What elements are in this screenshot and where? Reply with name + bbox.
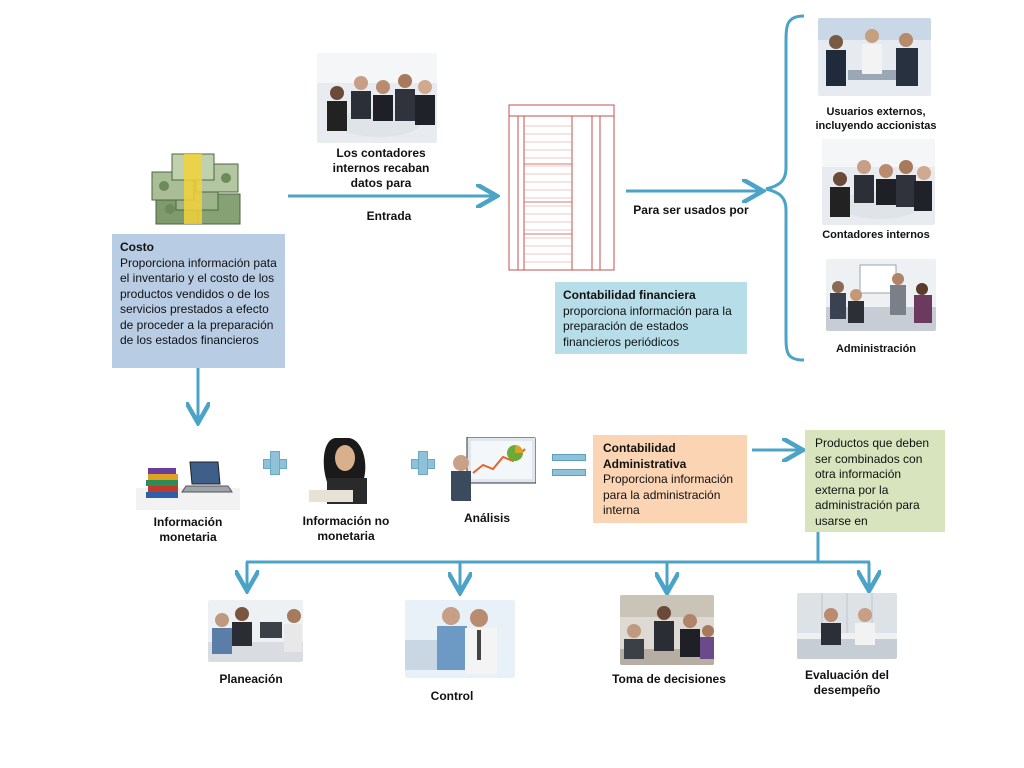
financiera-box: Contabilidad financiera proporciona info… <box>555 282 747 354</box>
books-laptop-icon <box>136 461 240 510</box>
contadores-recaban-label: Los contadores internos recaban datos pa… <box>332 146 430 190</box>
costo-body: Proporciona información pata el inventar… <box>120 255 277 348</box>
toma-decisiones-label: Toma de decisiones <box>612 672 726 686</box>
productos-box: Productos que deben ser combinados con o… <box>805 430 945 532</box>
external-users-photo <box>818 18 931 96</box>
ledger-icon <box>508 104 615 271</box>
users-brace <box>765 14 805 362</box>
analysis-photo <box>451 437 536 501</box>
planeacion-label: Planeación <box>219 672 283 686</box>
administrativa-box: Contabilidad Administrativa Proporciona … <box>593 435 747 523</box>
entrada-label: Entrada <box>366 209 412 223</box>
plus-icon <box>263 451 287 475</box>
administrativa-title: Contabilidad Administrativa <box>603 441 687 471</box>
administration-photo <box>826 259 936 331</box>
para-ser-usados-label: Para ser usados por <box>633 203 749 217</box>
contadores-internos-label: Contadores internos <box>822 229 930 241</box>
info-monetaria-label: Información monetaria <box>153 515 223 544</box>
usuarios-externos-label: Usuarios externos, incluyendo accionista… <box>815 106 937 132</box>
control-label: Control <box>430 689 474 703</box>
decisiones-photo <box>620 595 714 665</box>
financiera-title: Contabilidad financiera <box>563 288 696 302</box>
administrativa-body: Proporciona información para la administ… <box>603 472 734 517</box>
evaluacion-photo <box>797 593 897 659</box>
meeting-photo <box>317 53 437 143</box>
financiera-body: proporciona información para la preparac… <box>563 303 732 349</box>
costo-title: Costo <box>120 240 154 254</box>
plus-icon-2 <box>411 451 435 475</box>
money-stack-icon <box>151 153 241 225</box>
analisis-label: Análisis <box>463 511 511 525</box>
equals-icon <box>552 454 586 476</box>
info-no-monetaria-label: Información no monetaria <box>302 514 390 543</box>
woman-photo <box>305 434 387 504</box>
control-photo <box>405 600 515 678</box>
internal-accountants-photo <box>822 139 935 225</box>
costo-box: Costo Proporciona información pata el in… <box>112 234 285 368</box>
administracion-label: Administración <box>835 343 917 355</box>
evaluacion-label: Evaluación del desempeño <box>804 668 890 697</box>
productos-body: Productos que deben ser combinados con o… <box>815 436 930 528</box>
planeacion-photo <box>208 600 303 662</box>
